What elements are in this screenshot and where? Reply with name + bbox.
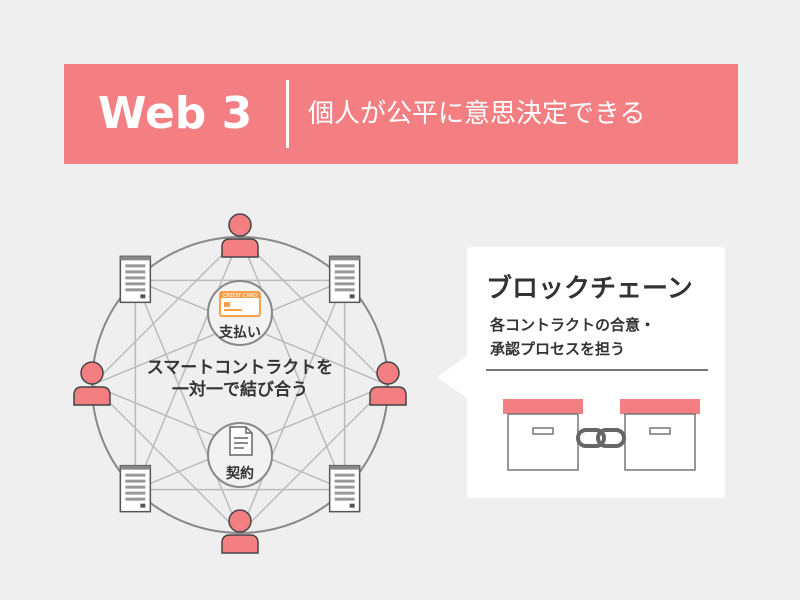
block-icon-left [503, 399, 583, 471]
server-icon-bottom-right [328, 464, 361, 513]
contract-label: 契約 [226, 466, 254, 482]
blockchain-description: 各コントラクトの合意・ 承認プロセスを担う [490, 313, 720, 361]
payment-label: 支払い [219, 325, 261, 341]
banner-divider [286, 80, 289, 148]
connection-line [134, 236, 241, 490]
block-icon-right [620, 399, 700, 471]
connection-line [239, 280, 346, 534]
blockchain-desc-line1: 各コントラクトの合意・ [490, 316, 656, 334]
chain-link-icon [576, 428, 626, 448]
contract-node [207, 422, 273, 488]
person-icon-right [369, 361, 407, 406]
panel-divider [486, 369, 708, 371]
banner-title: Web 3 [98, 88, 253, 139]
network-ring [91, 236, 389, 534]
blockchain-desc-line2: 承認プロセスを担う [490, 340, 626, 358]
person-icon-top [221, 213, 259, 258]
connection-line [134, 280, 241, 534]
title-banner [64, 64, 738, 164]
document-icon [229, 426, 253, 456]
connection-line [239, 236, 389, 386]
connection-line [239, 236, 346, 490]
panel-pointer [437, 355, 468, 399]
network-nodes [73, 213, 407, 554]
connection-line [91, 236, 241, 386]
payment-node: CREDIT CARD [207, 280, 273, 346]
server-icon-top-right [328, 255, 361, 304]
person-icon-left [73, 361, 111, 406]
blockchain-title: ブロックチェーン [486, 274, 693, 304]
person-icon-bottom [221, 509, 259, 554]
card-text: CREDIT CARD [223, 293, 257, 299]
server-icon-bottom-left [119, 464, 152, 513]
banner-subtitle: 個人が公平に意思決定できる [308, 99, 646, 129]
credit-card-icon: CREDIT CARD [219, 291, 261, 317]
connection-line [91, 384, 241, 534]
center-label-line1: スマートコントラクトを [146, 358, 334, 378]
center-label-line2: 一対一で結び合う [172, 380, 308, 400]
server-icon-top-left [119, 255, 152, 304]
connection-line [239, 384, 389, 534]
center-label: スマートコントラクトを 一対一で結び合う [120, 357, 360, 401]
